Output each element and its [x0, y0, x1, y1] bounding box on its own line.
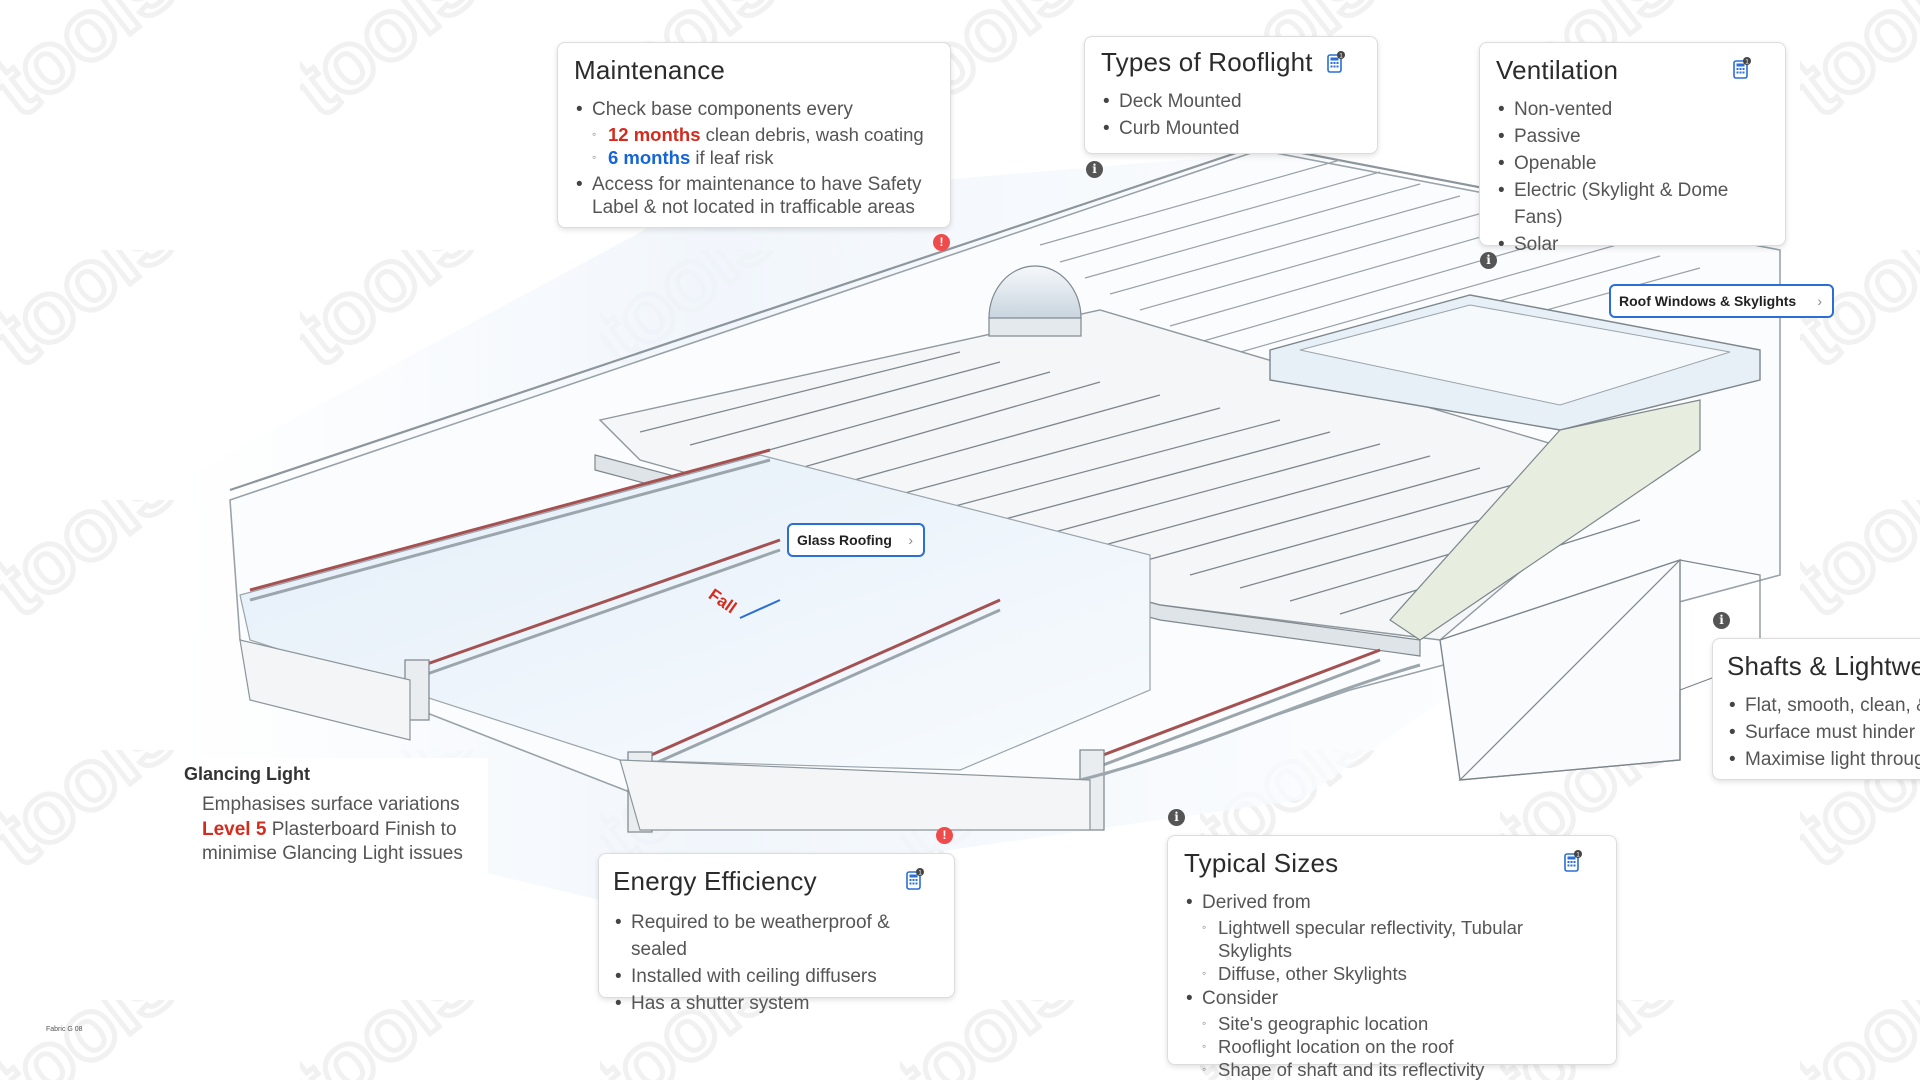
energy-item: Installed with ceiling diffusers: [613, 963, 940, 990]
ventilation-list: Non-vented Passive Openable Electric (Sk…: [1496, 96, 1769, 258]
ventilation-item: Solar: [1496, 231, 1769, 258]
maintenance-6-months: 6 months: [608, 147, 691, 168]
shafts-title: Shafts & Lightwell: [1727, 651, 1920, 681]
shafts-list: Flat, smooth, clean, & Surface must hind…: [1727, 692, 1920, 773]
sizes-sub: Rooflight location on the roof: [1184, 1035, 1600, 1058]
sizes-item-consider: Consider: [1184, 985, 1600, 1012]
energy-item: Has a shutter system: [613, 990, 940, 1017]
types-title: Types of Rooflight: [1101, 47, 1313, 77]
ventilation-info-icon[interactable]: i: [1480, 252, 1497, 269]
glancing-list: Emphasises surface variations Level 5 Pl…: [184, 791, 482, 866]
glancing-level5: Level 5: [202, 819, 267, 840]
glass-roof-rails: [249, 448, 1381, 772]
shafts-info-icon[interactable]: i: [1713, 612, 1730, 629]
calculator-icon[interactable]: 1: [906, 868, 924, 890]
maintenance-title: Maintenance: [574, 55, 726, 85]
calc-badge-count: 1: [1745, 59, 1749, 66]
maintenance-12-months-text: clean debris, wash coating: [700, 124, 924, 145]
shafts-card: Shafts & Lightwell Flat, smooth, clean, …: [1712, 638, 1920, 780]
energy-list: Required to be weatherproof & sealed Ins…: [613, 909, 940, 1017]
sizes-sub: Site's geographic location: [1184, 1012, 1600, 1035]
ventilation-item: Passive: [1496, 123, 1769, 150]
shafts-item: Maximise light throug: [1727, 746, 1920, 773]
sizes-list: Derived from Lightwell specular reflecti…: [1184, 889, 1600, 1080]
calculator-icon[interactable]: 1: [1327, 51, 1345, 73]
maintenance-list: Check base components every 12 months cl…: [574, 96, 934, 219]
deck-front-beam: [594, 454, 1421, 657]
glass-roofing-link[interactable]: Glass Roofing ›: [787, 523, 925, 557]
calculator-icon[interactable]: 1: [1564, 850, 1582, 872]
chevron-right-icon: ›: [1817, 293, 1822, 309]
roof-window-glass: [1299, 304, 1731, 406]
maintenance-alert-icon[interactable]: !: [933, 234, 950, 251]
dome-skylight: [988, 265, 1082, 337]
calculator-icon[interactable]: 1: [1733, 57, 1751, 79]
glancing-title: Glancing Light: [184, 764, 310, 784]
types-item: Deck Mounted: [1101, 88, 1361, 115]
types-card: Types of Rooflight 1 Deck Mounted Curb M…: [1084, 36, 1378, 154]
shafts-item: Flat, smooth, clean, &: [1727, 692, 1920, 719]
support-beams: [239, 639, 1091, 831]
energy-item: Required to be weatherproof & sealed: [613, 909, 940, 963]
footer-code: Fabric G 08: [46, 1026, 83, 1033]
calc-badge-count: 1: [918, 870, 922, 877]
calc-badge-count: 1: [1339, 53, 1343, 60]
types-item: Curb Mounted: [1101, 115, 1361, 142]
energy-card: Energy Efficiency 1 Required to be weath…: [598, 853, 955, 1017]
sizes-item-derived: Derived from: [1184, 889, 1600, 916]
maintenance-sub-6-months: 6 months if leaf risk: [574, 146, 934, 169]
energy-alert-icon[interactable]: !: [936, 827, 953, 844]
maintenance-sub-12-months: 12 months clean debris, wash coating: [574, 123, 934, 146]
ventilation-item: Openable: [1496, 150, 1769, 177]
maintenance-item-access: Access for maintenance to have Safety La…: [574, 173, 934, 219]
roof-windows-label: Roof Windows & Skylights: [1619, 293, 1797, 309]
maintenance-card: Maintenance Check base components every …: [557, 42, 951, 228]
maintenance-6-months-text: if leaf risk: [690, 147, 774, 168]
glancing-item-level5: Level 5 Plasterboard Finish to minimise …: [184, 818, 482, 866]
glancing-level5-text: Plasterboard Finish to minimise Glancing…: [202, 819, 463, 864]
sizes-sub: Shape of shaft and its reflectivity: [1184, 1058, 1600, 1080]
types-list: Deck Mounted Curb Mounted: [1101, 88, 1361, 142]
roof-windows-link[interactable]: Roof Windows & Skylights ›: [1609, 284, 1834, 318]
maintenance-12-months: 12 months: [608, 124, 701, 145]
sizes-info-icon[interactable]: i: [1168, 809, 1185, 826]
glass-roofing-label: Glass Roofing: [797, 532, 892, 548]
ventilation-item: Electric (Skylight & Dome Fans): [1496, 177, 1769, 231]
maintenance-item-check: Check base components every: [574, 96, 934, 123]
ventilation-card: Ventilation 1 Non-vented Passive Openabl…: [1479, 42, 1786, 258]
insulation-layer: [1389, 399, 1701, 641]
fall-arrow: [739, 599, 781, 619]
chevron-right-icon: ›: [908, 532, 913, 548]
sizes-sub: Diffuse, other Skylights: [1184, 962, 1600, 985]
energy-title: Energy Efficiency: [613, 866, 817, 896]
sizes-title: Typical Sizes: [1184, 848, 1339, 878]
glancing-item: Emphasises surface variations: [202, 794, 460, 815]
glancing-panel: Glancing Light Emphasises surface variat…: [178, 758, 488, 886]
shafts-item: Surface must hinder t: [1727, 719, 1920, 746]
types-info-icon[interactable]: i: [1086, 161, 1103, 178]
ventilation-item: Non-vented: [1496, 96, 1769, 123]
sizes-card: Typical Sizes 1 Derived from Lightwell s…: [1167, 835, 1617, 1080]
sizes-sub: Lightwell specular reflectivity, Tubular…: [1184, 916, 1600, 962]
ventilation-title: Ventilation: [1496, 55, 1619, 85]
calc-badge-count: 1: [1576, 852, 1580, 859]
